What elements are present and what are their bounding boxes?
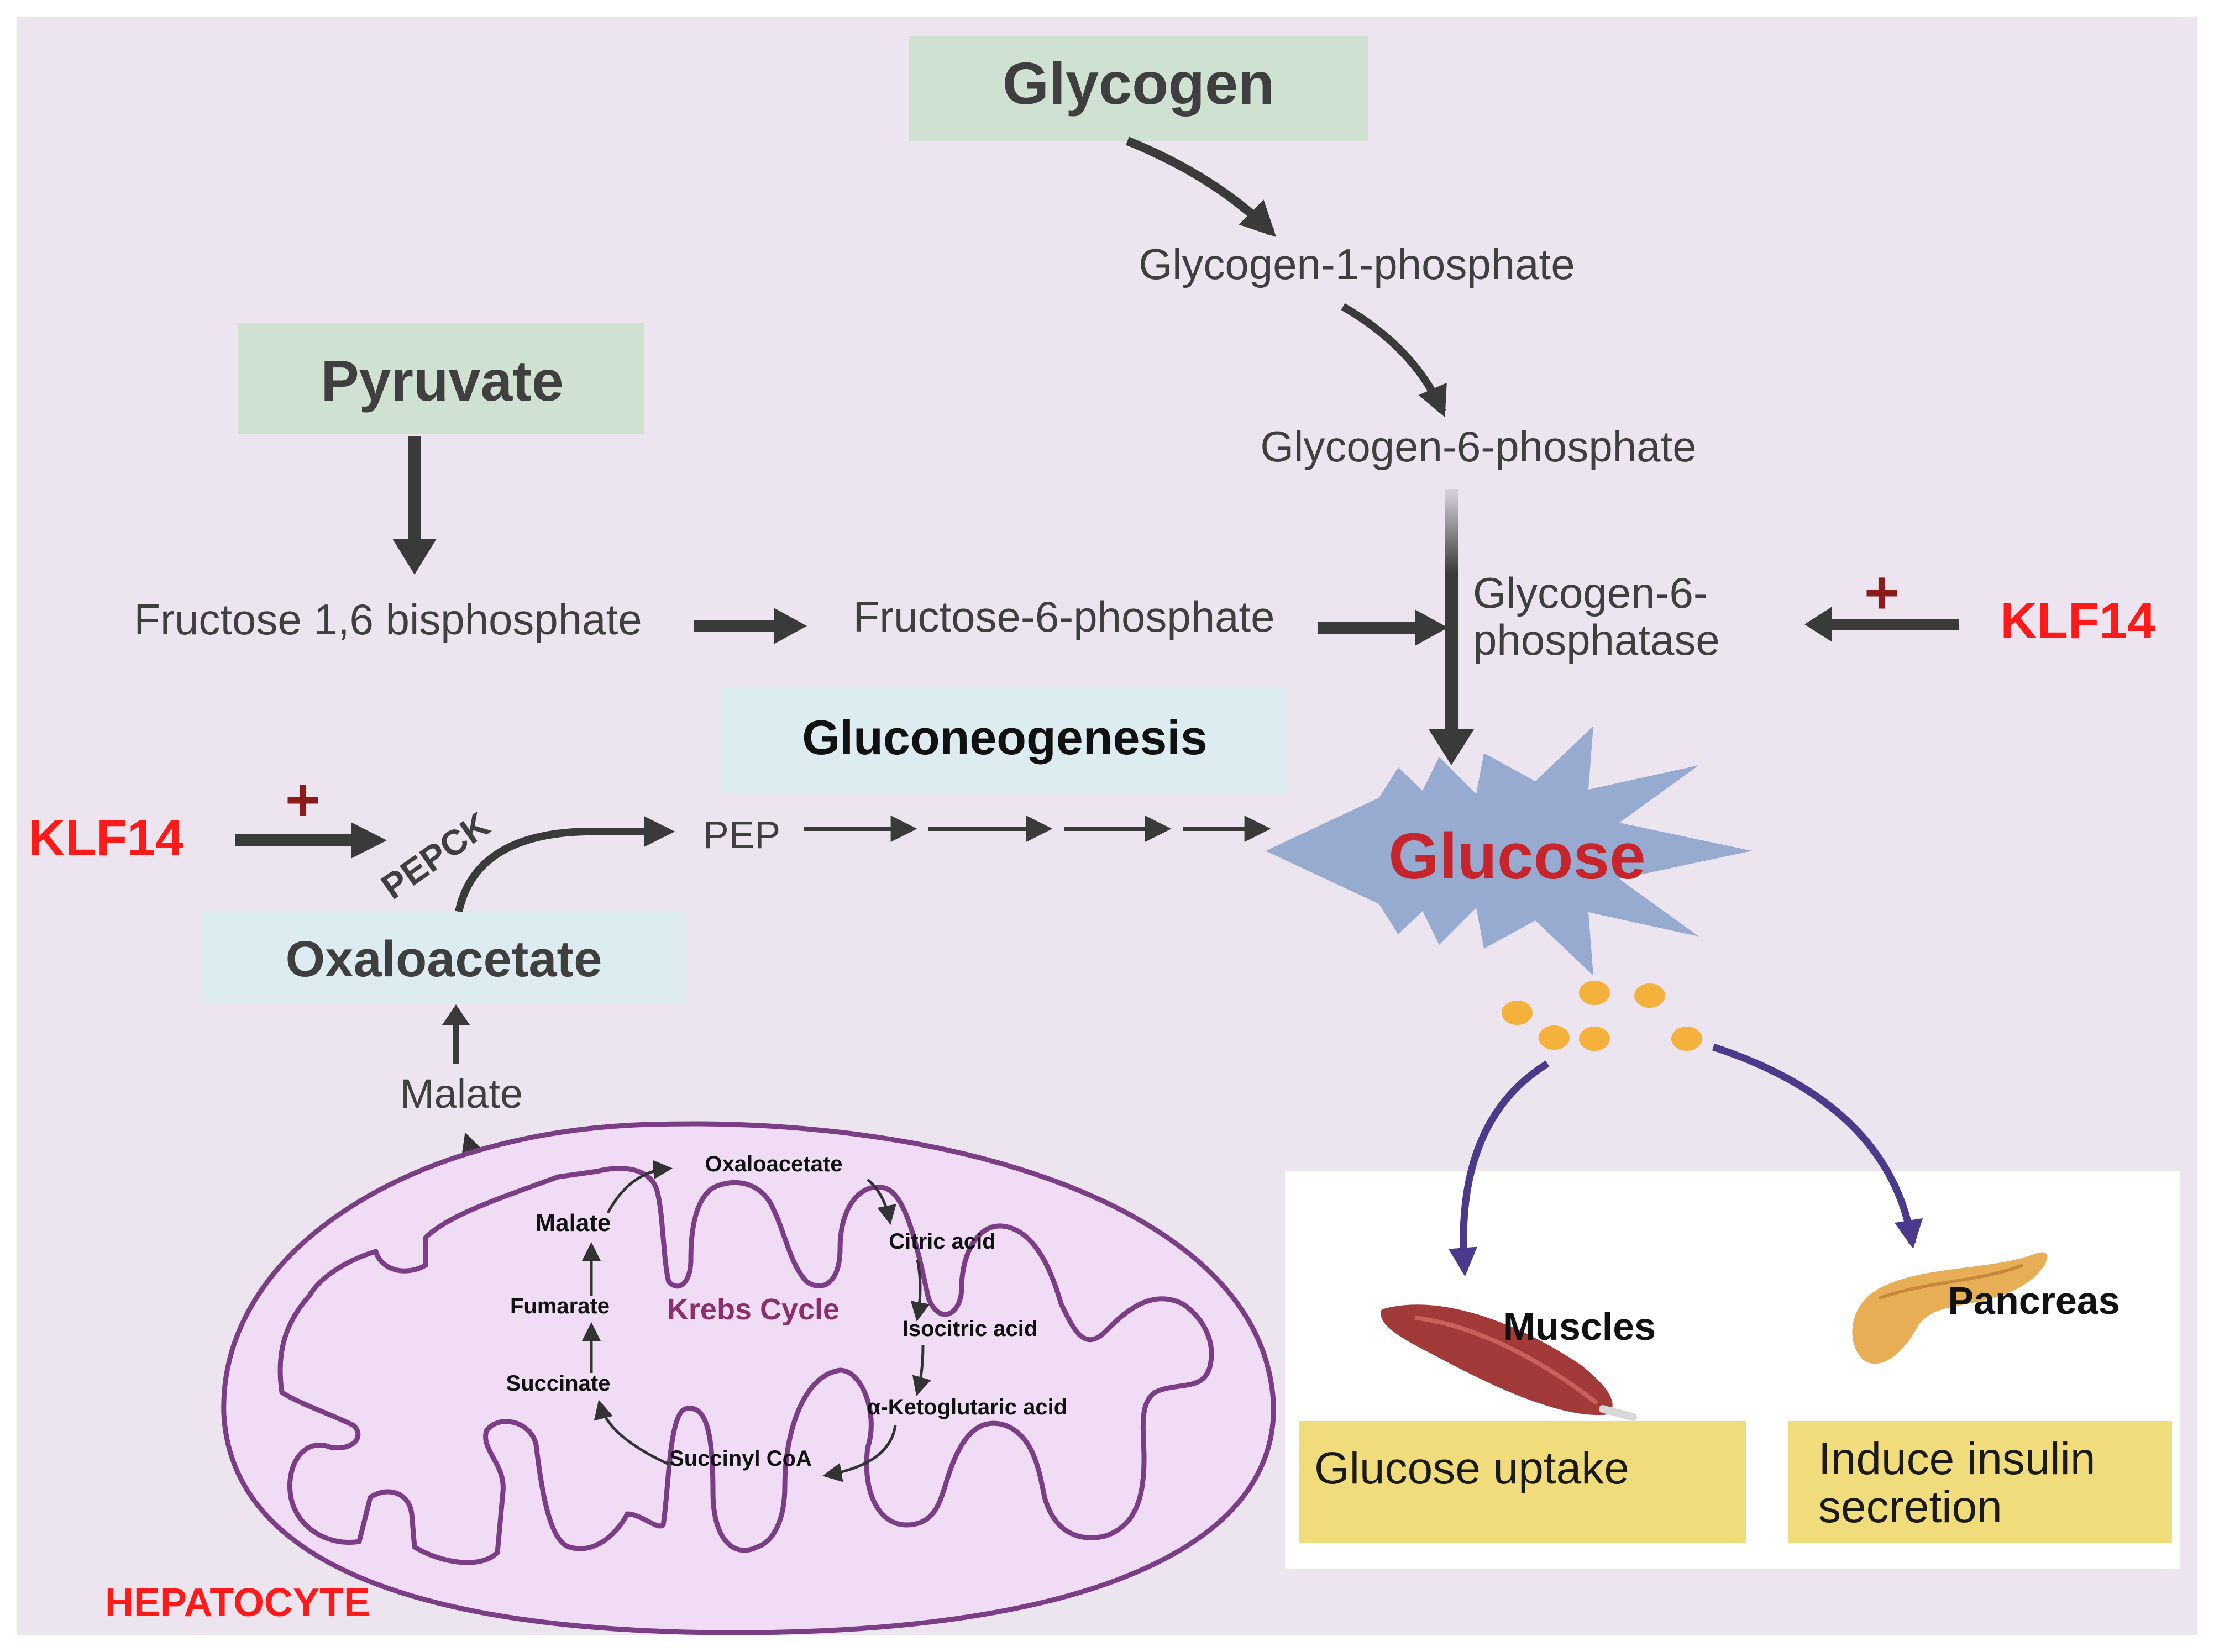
hepatocyte-label: HEPATOCYTE [105, 1581, 370, 1625]
glucose-molecules [1502, 981, 1702, 1051]
gluconeogenesis-node: Gluconeogenesis [721, 688, 1288, 793]
g1p-label: Glycogen-1-phosphate [1139, 240, 1575, 288]
arrow-g6p-to-glucose-head [1429, 729, 1474, 765]
muscles-label: Muscles [1503, 1305, 1656, 1348]
insulin-secretion-line2: secretion [1818, 1482, 2002, 1532]
glycogen-node: Glycogen [909, 36, 1368, 141]
krebs-arrow [910, 1259, 930, 1322]
arrow-malate-to-oxaloacetate [453, 1022, 459, 1064]
krebs-malate: Malate [536, 1209, 611, 1237]
insulin-secretion-line1: Induce insulin [1818, 1434, 2095, 1484]
arrow-klf14-to-pepck [235, 834, 354, 846]
f6p-label: Fructose-6-phosphate [853, 592, 1274, 641]
glucose-dot [1579, 981, 1610, 1005]
arrow-glucose-to-pancreas [1712, 1043, 1923, 1249]
glucose-label: Glucose [1388, 820, 1646, 893]
glucose-dot [1634, 983, 1665, 1008]
pancreas-icon [1852, 1252, 2048, 1364]
glucose-dot [1539, 1025, 1570, 1050]
krebs-citric-acid: Citric acid [889, 1229, 995, 1254]
arrow-fbp-to-f6p [694, 620, 777, 632]
glucose-uptake-box [1299, 1421, 1746, 1543]
pyruvate-label: Pyruvate [321, 349, 563, 413]
krebs-succinate: Succinate [506, 1371, 611, 1396]
arrow-fbp-to-f6p-head [774, 608, 807, 644]
krebs-arrow [606, 1160, 673, 1214]
glucose-node: Glucose [1266, 726, 1752, 976]
g6p-label: Glycogen-6-phosphate [1260, 422, 1696, 471]
arrow-malate-to-oxaloacetate-head [442, 1004, 470, 1025]
pancreas-label: Pancreas [1948, 1279, 2119, 1322]
oxaloacetate-node: Oxaloacetate [202, 912, 685, 1003]
malate-label: Malate [400, 1071, 523, 1117]
arrow-glycogen-to-g1p [1125, 136, 1277, 238]
krebs-arrow [822, 1425, 897, 1482]
gluconeogenesis-label: Gluconeogenesis [802, 710, 1208, 765]
arrow-oxaloacetate-to-pep [455, 816, 675, 913]
krebs-cycle-title: Krebs Cycle [667, 1293, 840, 1326]
target-tissues-panel: Muscles Pancreas Glucose uptake Induce i… [1285, 1043, 2180, 1569]
krebs-succinyl-coa: Succinyl CoA [669, 1446, 812, 1471]
krebs-fumarate: Fumarate [510, 1294, 610, 1318]
krebs-arrow [867, 1179, 896, 1225]
arrow-g6p-to-glucose [1445, 489, 1458, 732]
krebs-isocitric-acid: Isocitric acid [903, 1317, 1038, 1341]
oxaloacetate-label: Oxaloacetate [286, 931, 602, 987]
arrow-klf14-to-g6pase-head [1804, 607, 1832, 642]
glycogen-label: Glycogen [1003, 50, 1274, 117]
arrow-pyruvate-to-fbp-head [392, 539, 437, 575]
klf14-right-label: KLF14 [2000, 593, 2155, 649]
krebs-alpha-ketoglutaric-acid: α-Ketoglutaric acid [867, 1395, 1067, 1419]
krebs-cycle: Krebs Cycle Oxaloacetate Citric acid Iso… [506, 1152, 1067, 1482]
mitochondrion-cristae [277, 1166, 1214, 1565]
krebs-arrow [912, 1345, 931, 1396]
pyruvate-node: Pyruvate [238, 323, 644, 434]
pep-label: PEP [703, 813, 780, 856]
muscle-icon [1381, 1304, 1637, 1421]
plus-sign-left: + [285, 766, 321, 834]
glucose-starburst [1266, 726, 1752, 976]
fbp-label: Fructose 1,6 bisphosphate [134, 595, 642, 644]
plus-sign-right: + [1864, 559, 1900, 627]
mitochondrion [221, 1121, 1276, 1635]
klf14-left-label: KLF14 [28, 810, 183, 866]
glucose-dot [1579, 1027, 1610, 1051]
glucose-dot [1502, 1001, 1533, 1025]
g6pase-label-line2: phosphatase [1473, 615, 1720, 664]
insulin-secretion-box [1788, 1421, 2172, 1543]
arrow-pyruvate-to-fbp [408, 436, 421, 541]
arrow-f6p-to-g6pase [1318, 622, 1418, 634]
glucose-dot [1671, 1027, 1702, 1051]
krebs-arrows [581, 1160, 931, 1482]
arrow-glucose-to-muscles [1449, 1060, 1550, 1277]
mitochondrion-outer-membrane [221, 1121, 1276, 1635]
arrow-klf14-to-pepck-head [351, 822, 387, 859]
krebs-oxaloacetate: Oxaloacetate [705, 1152, 842, 1176]
krebs-arrow [594, 1400, 670, 1466]
arrow-f6p-to-g6pase-head [1415, 609, 1448, 646]
g6pase-label-line1: Glycogen-6- [1473, 569, 1708, 617]
glucose-uptake-label: Glucose uptake [1314, 1443, 1629, 1493]
arrow-g1p-to-g6p [1341, 303, 1447, 418]
